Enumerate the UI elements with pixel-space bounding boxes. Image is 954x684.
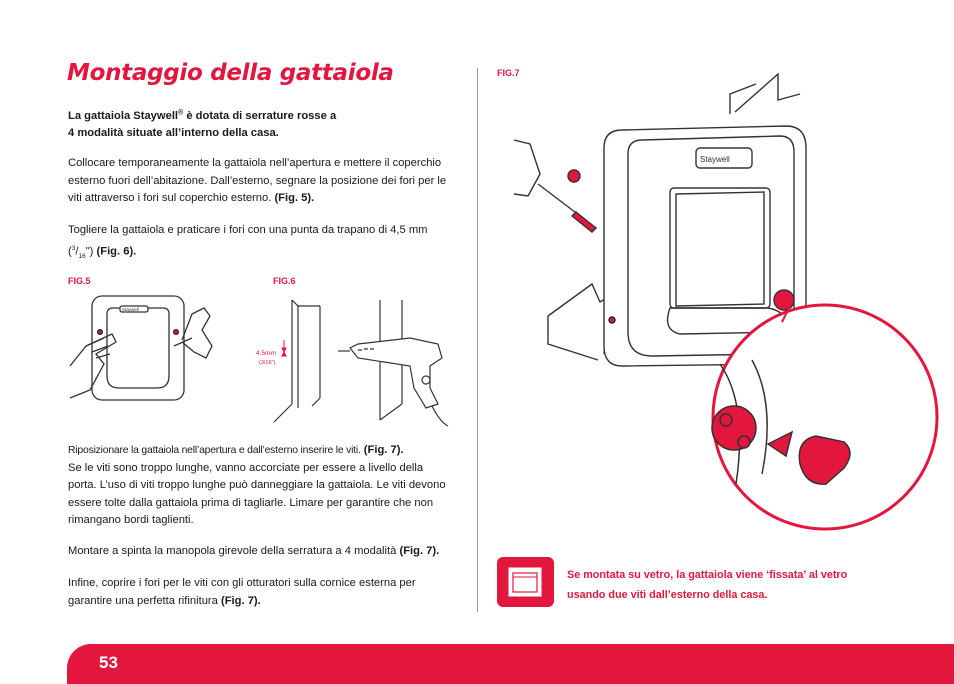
intro-line-2: 4 modalità situate all’interno della cas…	[68, 127, 279, 140]
fig6-dimension-fraction: (3/16")	[259, 360, 275, 366]
fig-ref: (Fig. 6).	[96, 245, 137, 258]
fig-ref: (Fig. 7).	[399, 545, 440, 557]
fig6-illustration: 4.5mm (3/16")	[256, 299, 449, 427]
fig-ref: (Fig. 5).	[274, 192, 315, 204]
page-number: 53	[99, 653, 118, 672]
glass-icon	[508, 567, 542, 597]
paragraph-3: Riposizionare la gattaiola nell’apertura…	[68, 444, 446, 526]
page-title: Montaggio della gattaiola	[67, 60, 394, 86]
paragraph-1: Collocare temporaneamente la gattaiola n…	[68, 157, 447, 204]
window-pane-icon	[497, 557, 554, 607]
fig7-illustration: Staywell	[513, 72, 939, 531]
footer-bar	[67, 644, 954, 684]
fig7-brand: Staywell	[700, 155, 730, 164]
glass-mount-note: Se montata su vetro, la gattaiola viene …	[567, 569, 848, 601]
paragraph-5: Infine, coprire i fori per le viti con g…	[68, 577, 416, 607]
fig5-label: FIG.5	[68, 276, 91, 286]
fig6-label: FIG.6	[273, 276, 296, 286]
fig-ref: (Fig. 7).	[220, 594, 261, 607]
paragraph-2: Togliere la gattaiola e praticare i fori…	[68, 224, 428, 260]
fig5-illustration: Staywell	[69, 295, 213, 401]
intro-paragraph: La gattaiola Staywell® è dotata di serra…	[68, 104, 453, 143]
fig-ref: (Fig. 7).	[363, 444, 404, 456]
fig6-dimension: 4.5mm	[256, 350, 276, 357]
paragraph-4: Montare a spinta la manopola girevole de…	[68, 545, 440, 557]
fig7-label: FIG.7	[497, 68, 520, 78]
intro-line-1: La gattaiola Staywell® è dotata di serra…	[68, 109, 337, 122]
fig7-detail-magnifier	[711, 303, 939, 531]
fig5-brand: Staywell	[122, 307, 139, 312]
column-divider	[477, 68, 478, 612]
